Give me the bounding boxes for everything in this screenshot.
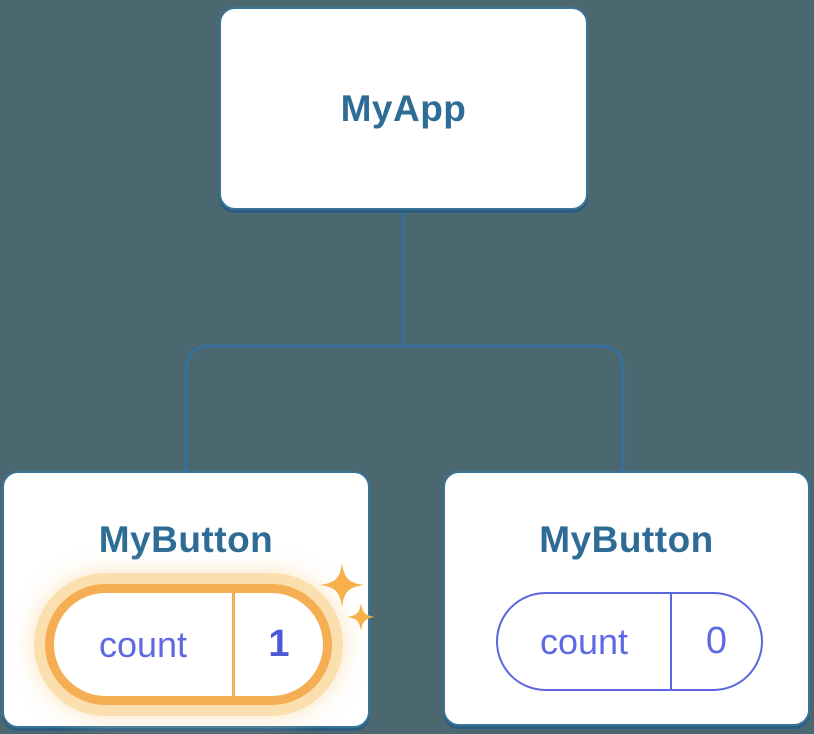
component-node-button-2: MyButton count 0 [443, 471, 810, 726]
state-key-label: count [54, 593, 235, 696]
sparkle-icon-small [347, 603, 375, 631]
button-2-label: MyButton [539, 519, 714, 560]
state-pill-count-0: count 0 [496, 592, 763, 691]
component-node-button-1: MyButton count 1 [2, 471, 375, 728]
button-1-label: MyButton [98, 519, 274, 560]
component-node-root: MyApp [219, 7, 588, 210]
state-value-label: 1 [268, 623, 290, 665]
state-pill-count-1: count 1 [45, 584, 332, 705]
root-node-label: MyApp [340, 87, 467, 129]
connector-branch [184, 344, 625, 472]
state-value-label: 0 [705, 620, 728, 662]
sparkle-icon-large [320, 563, 364, 607]
state-key-label: count [498, 594, 672, 689]
